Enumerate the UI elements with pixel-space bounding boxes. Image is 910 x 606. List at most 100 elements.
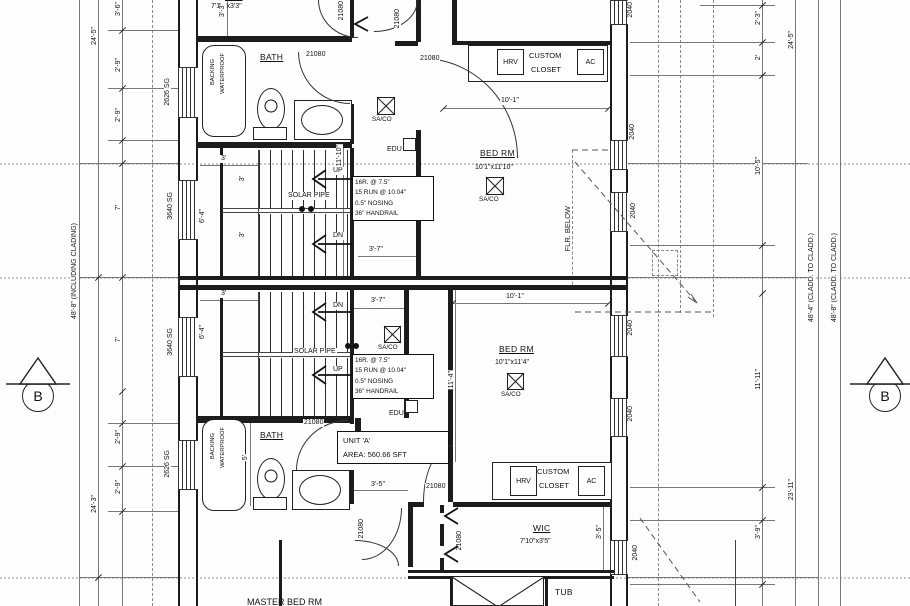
sa-co-label: SA/CO: [501, 391, 521, 398]
stair-up-label: UP: [332, 366, 344, 374]
wall-segment: [440, 505, 444, 513]
edu-panel: [405, 400, 418, 413]
stair-edge-line: [258, 292, 259, 416]
edu-label: EDU: [389, 410, 404, 417]
stair-note-line: 36" HANDRAIL: [355, 209, 399, 217]
wall-segment: [440, 558, 444, 570]
dim-label: 23'-11": [788, 478, 795, 502]
dim-line: [122, 0, 123, 606]
extension-line: [80, 163, 178, 164]
sa-co-symbol: [384, 326, 401, 343]
dim-line: [250, 418, 251, 506]
diagonal-arrowhead-icon: [687, 293, 698, 304]
extension-line: [630, 245, 775, 246]
dim-label: 24'-5": [91, 26, 98, 46]
closet-label-line2: CLOSET: [531, 65, 562, 74]
wall-segment: [198, 36, 352, 42]
centerline: [658, 0, 659, 606]
window-tag-2626sg: 2626 SG: [164, 449, 171, 479]
wall-segment: [198, 416, 352, 423]
stair-note-line: 0.5" NOSING: [355, 377, 394, 385]
extension-line: [108, 466, 178, 467]
wall-segment: [452, 0, 457, 45]
dim-line: [227, 0, 228, 40]
door-tag-21080: 21080: [419, 55, 441, 63]
dim-line: [200, 165, 258, 166]
room-label-bedrm2: BED RM: [499, 344, 534, 354]
dashed-line: [572, 150, 573, 290]
wall-segment: [408, 570, 614, 573]
dim-label: 2'-9": [115, 57, 122, 73]
sa-co-label: SA/CO: [378, 344, 398, 351]
door-tag-21080: 21080: [358, 518, 365, 540]
door-tag-21080: 21080: [394, 8, 401, 30]
stair-note-line: 36" HANDRAIL: [355, 387, 399, 395]
dim-line: [98, 0, 99, 606]
flr-below-diagonal: [574, 161, 698, 304]
section-marker-b-right: B: [869, 380, 901, 412]
stair-dn-label: DN: [332, 302, 345, 310]
dim-label: 2': [755, 54, 762, 62]
ac-label: AC: [586, 477, 597, 485]
room-label-wic: WIC: [224, 0, 244, 2]
closet-label-line2: CLOSET: [539, 481, 570, 490]
dim-line: [455, 290, 456, 462]
wall-segment: [350, 470, 354, 504]
reference-line: [0, 163, 910, 165]
solar-pipe-label: SOLAR PIPE: [293, 348, 337, 356]
extension-line: [628, 577, 818, 578]
closet-label-line1: CUSTOM: [529, 51, 562, 60]
room-label-master-bed: MASTER BED RM: [247, 597, 323, 606]
unit-info-box: UNIT 'A' AREA: 560.66 SFT: [337, 431, 449, 464]
hrv-box: HRV: [510, 466, 537, 496]
door-tag-21080: 21080: [303, 419, 325, 427]
ac-box: AC: [577, 49, 604, 75]
dim-line: [603, 505, 604, 571]
dim-line: [200, 300, 258, 301]
dim-label: 11'-4": [448, 370, 455, 390]
edu-panel: [403, 138, 416, 151]
extension-line: [108, 88, 178, 89]
dim-label: 2'-9": [115, 429, 122, 445]
hrv-label: HRV: [503, 58, 518, 66]
extension-line: [630, 487, 775, 488]
hrv-label: HRV: [516, 477, 531, 485]
stair-note-line: 0.5" NOSING: [355, 199, 394, 207]
dim-line: [352, 308, 409, 309]
wall-segment: [408, 507, 413, 567]
stair-landing-line: [222, 208, 350, 209]
wall-segment: [452, 41, 610, 45]
extension-line: [628, 163, 808, 164]
section-marker-letter: B: [880, 388, 890, 404]
dim-label: 3': [220, 290, 228, 298]
room-label-wic2: WIC: [533, 523, 551, 533]
dim-label: 6'-4": [199, 324, 206, 340]
backing-label: BACKING: [210, 432, 217, 461]
door-swing-arc: [362, 508, 402, 560]
dim-label: 24'-3": [91, 494, 98, 514]
dim-line: [762, 0, 763, 606]
wall-segment: [395, 41, 418, 46]
exterior-wall-right: [610, 0, 628, 606]
ac-box: AC: [578, 466, 605, 496]
sa-co-label: SA/CO: [372, 116, 392, 123]
solar-pipe-dot: [353, 343, 359, 349]
dim-label: 2'-3": [755, 10, 762, 26]
dim-label: 3'-6": [115, 1, 122, 17]
unit-area: AREA: 560.66 SFT: [343, 449, 407, 459]
wall-segment: [416, 0, 421, 42]
wall-segment: [408, 502, 424, 507]
window-tag-2040: 2040: [632, 544, 639, 562]
extension-line: [108, 140, 178, 141]
stair-note-line: 15 RUN @ 10.04": [355, 367, 407, 375]
sa-co-symbol: [507, 373, 524, 390]
dim-label: 3'-7": [368, 246, 384, 254]
dim-line: [452, 303, 608, 304]
wall-segment: [220, 290, 223, 418]
dim-line: [352, 490, 408, 491]
extension-line: [630, 42, 775, 43]
wall-segment: [440, 524, 444, 546]
stair-treads: [259, 292, 350, 352]
stair-up-label: UP: [332, 167, 344, 175]
stair-note-line: 16R. @ 7.5": [355, 179, 390, 186]
